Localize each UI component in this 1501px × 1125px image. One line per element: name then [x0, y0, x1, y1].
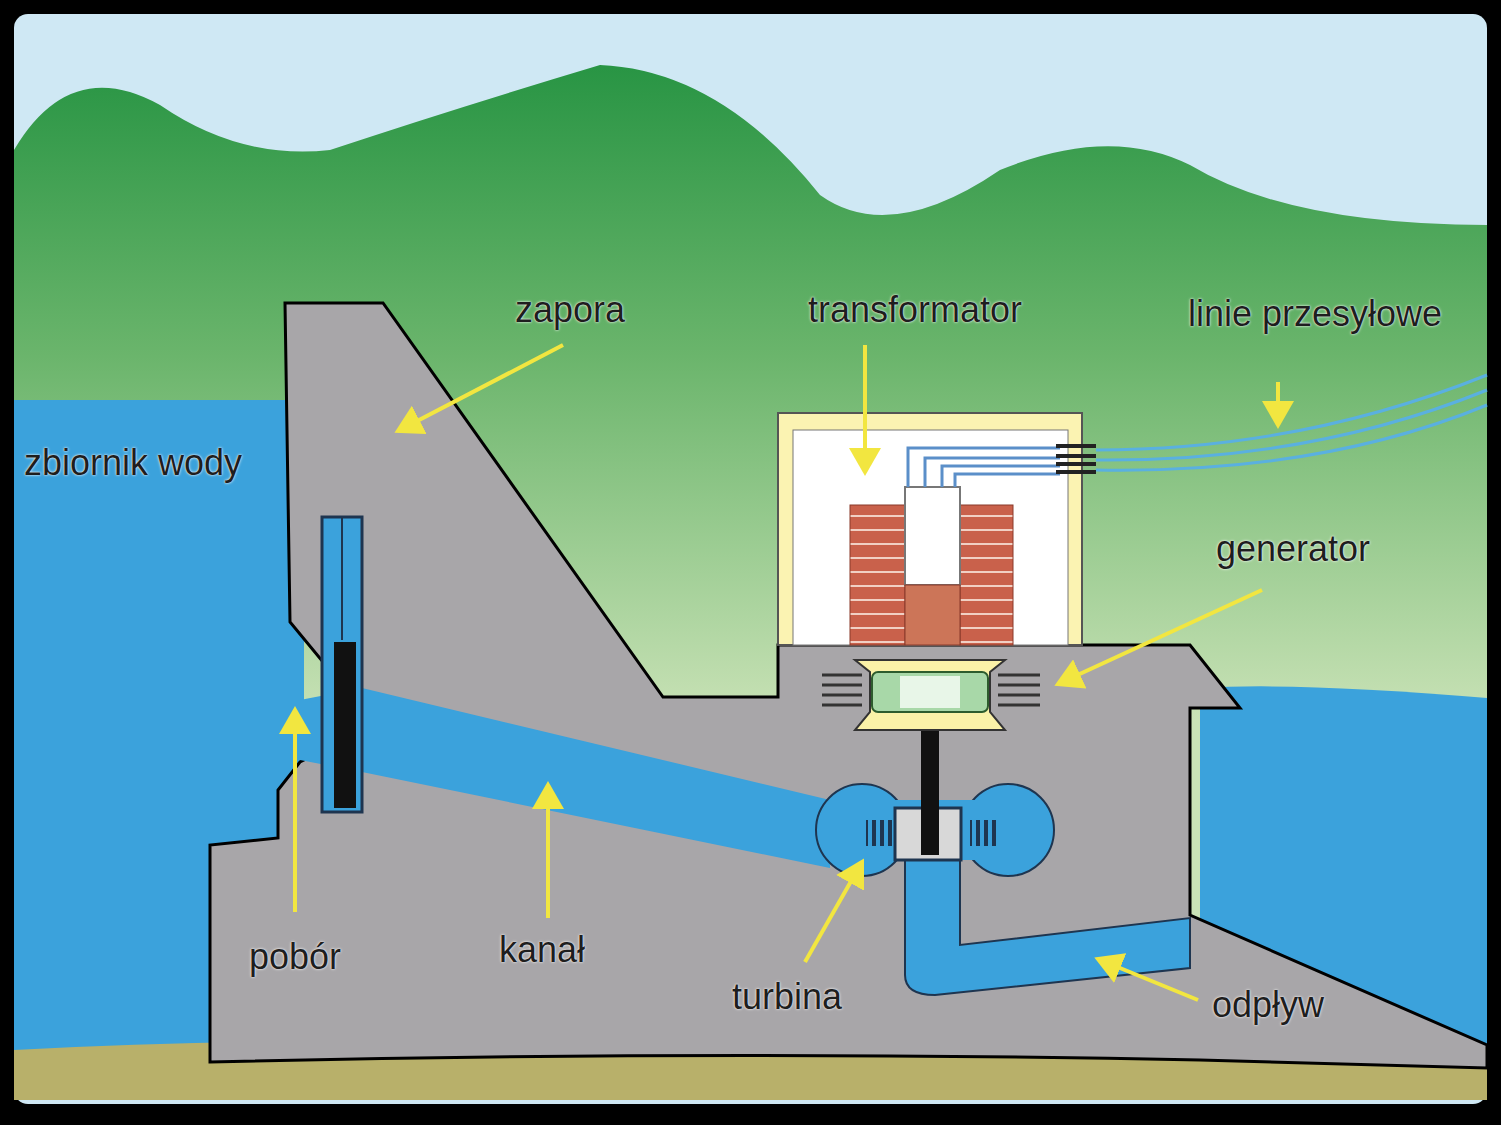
part-label: zbiornik wody — [24, 443, 242, 483]
hills — [14, 65, 1487, 1100]
powerhouse-inside — [793, 430, 1068, 645]
dam-body — [210, 303, 1487, 1068]
part-label: zapora — [515, 290, 625, 330]
part-label: generator — [1216, 529, 1370, 569]
draft-tube — [905, 858, 1190, 995]
part-label: transformator — [808, 290, 1022, 330]
leader-arrows — [295, 345, 1278, 1000]
part-label: odpływ — [1212, 985, 1324, 1025]
transformer-coil — [960, 505, 1013, 645]
generator-rotor — [872, 672, 988, 712]
transformer-core — [905, 487, 960, 585]
turbine-blades-left — [866, 820, 892, 846]
turbine-blades-right — [970, 820, 996, 846]
penstock — [362, 688, 830, 868]
generator-housing — [855, 660, 1005, 730]
intake-gate — [334, 642, 356, 808]
part-label: linie przesyłowe — [1188, 294, 1442, 334]
sky — [14, 14, 1487, 1104]
transmission-lines — [1096, 375, 1487, 470]
intake-gate-shaft — [322, 517, 362, 812]
part-label: kanał — [499, 930, 585, 970]
wall-terminals — [1056, 444, 1096, 474]
part-label: pobór — [249, 937, 341, 977]
part-label: turbina — [732, 977, 842, 1017]
powerhouse — [778, 413, 1082, 645]
transformer-coil — [850, 505, 905, 645]
transformer-wires — [908, 448, 1060, 487]
